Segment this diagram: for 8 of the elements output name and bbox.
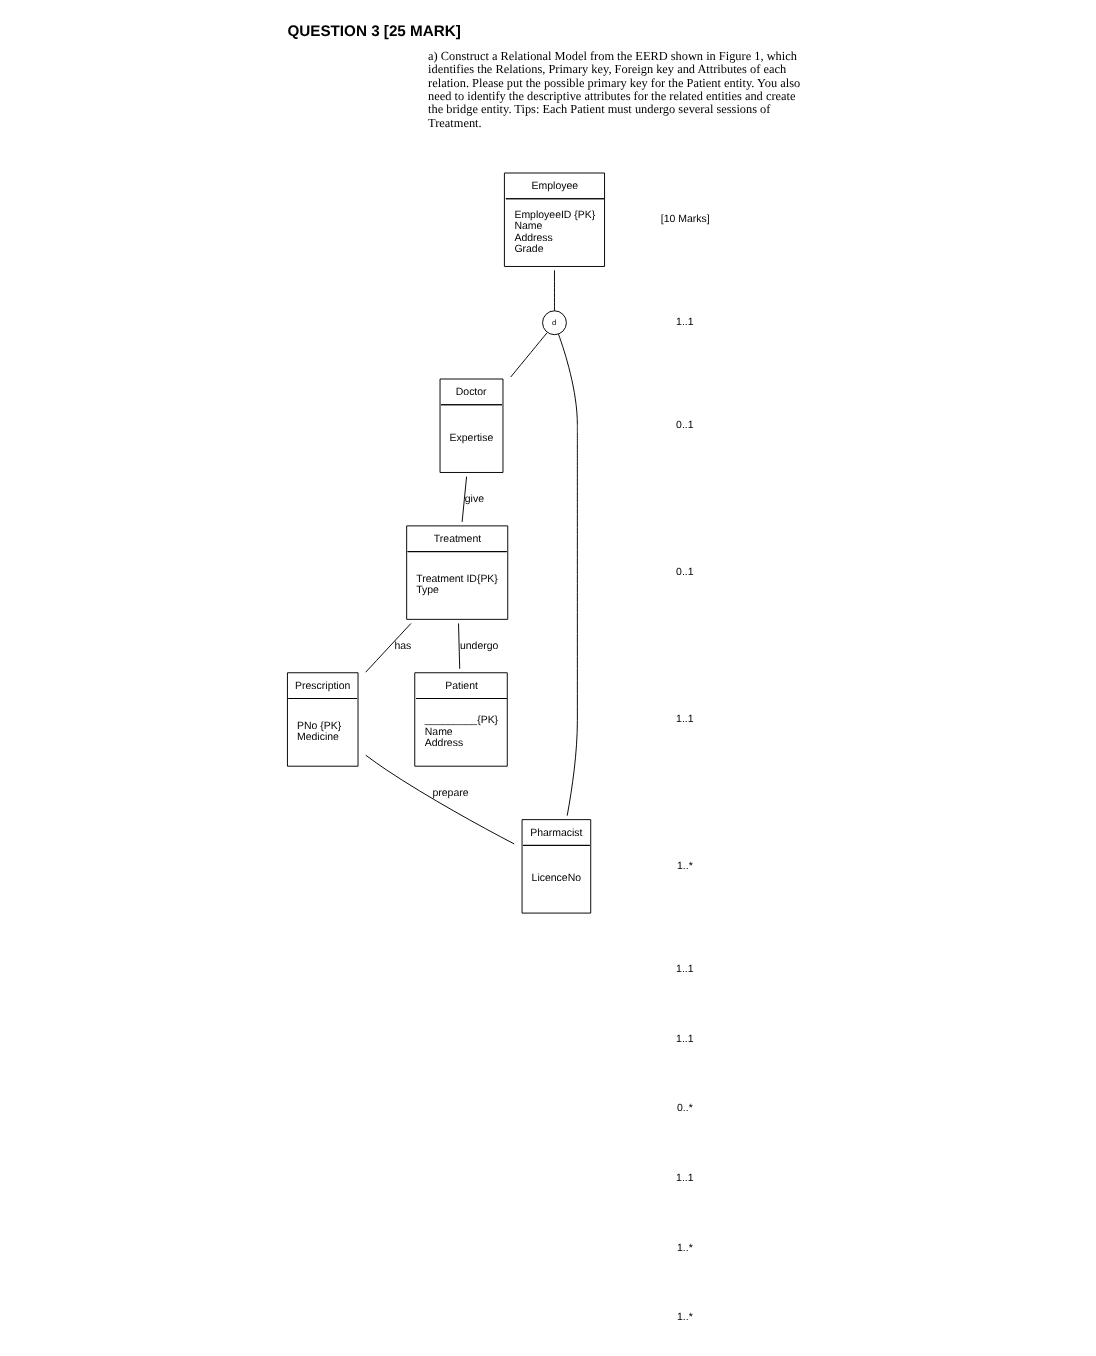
diagram-title: QUESTION 3 [25 MARK] — [286, 22, 460, 41]
connector — [557, 333, 577, 817]
connector — [509, 332, 547, 378]
connector — [364, 754, 514, 845]
connector — [553, 269, 554, 312]
connector — [364, 623, 411, 673]
connector — [457, 623, 460, 670]
connector — [460, 476, 467, 523]
